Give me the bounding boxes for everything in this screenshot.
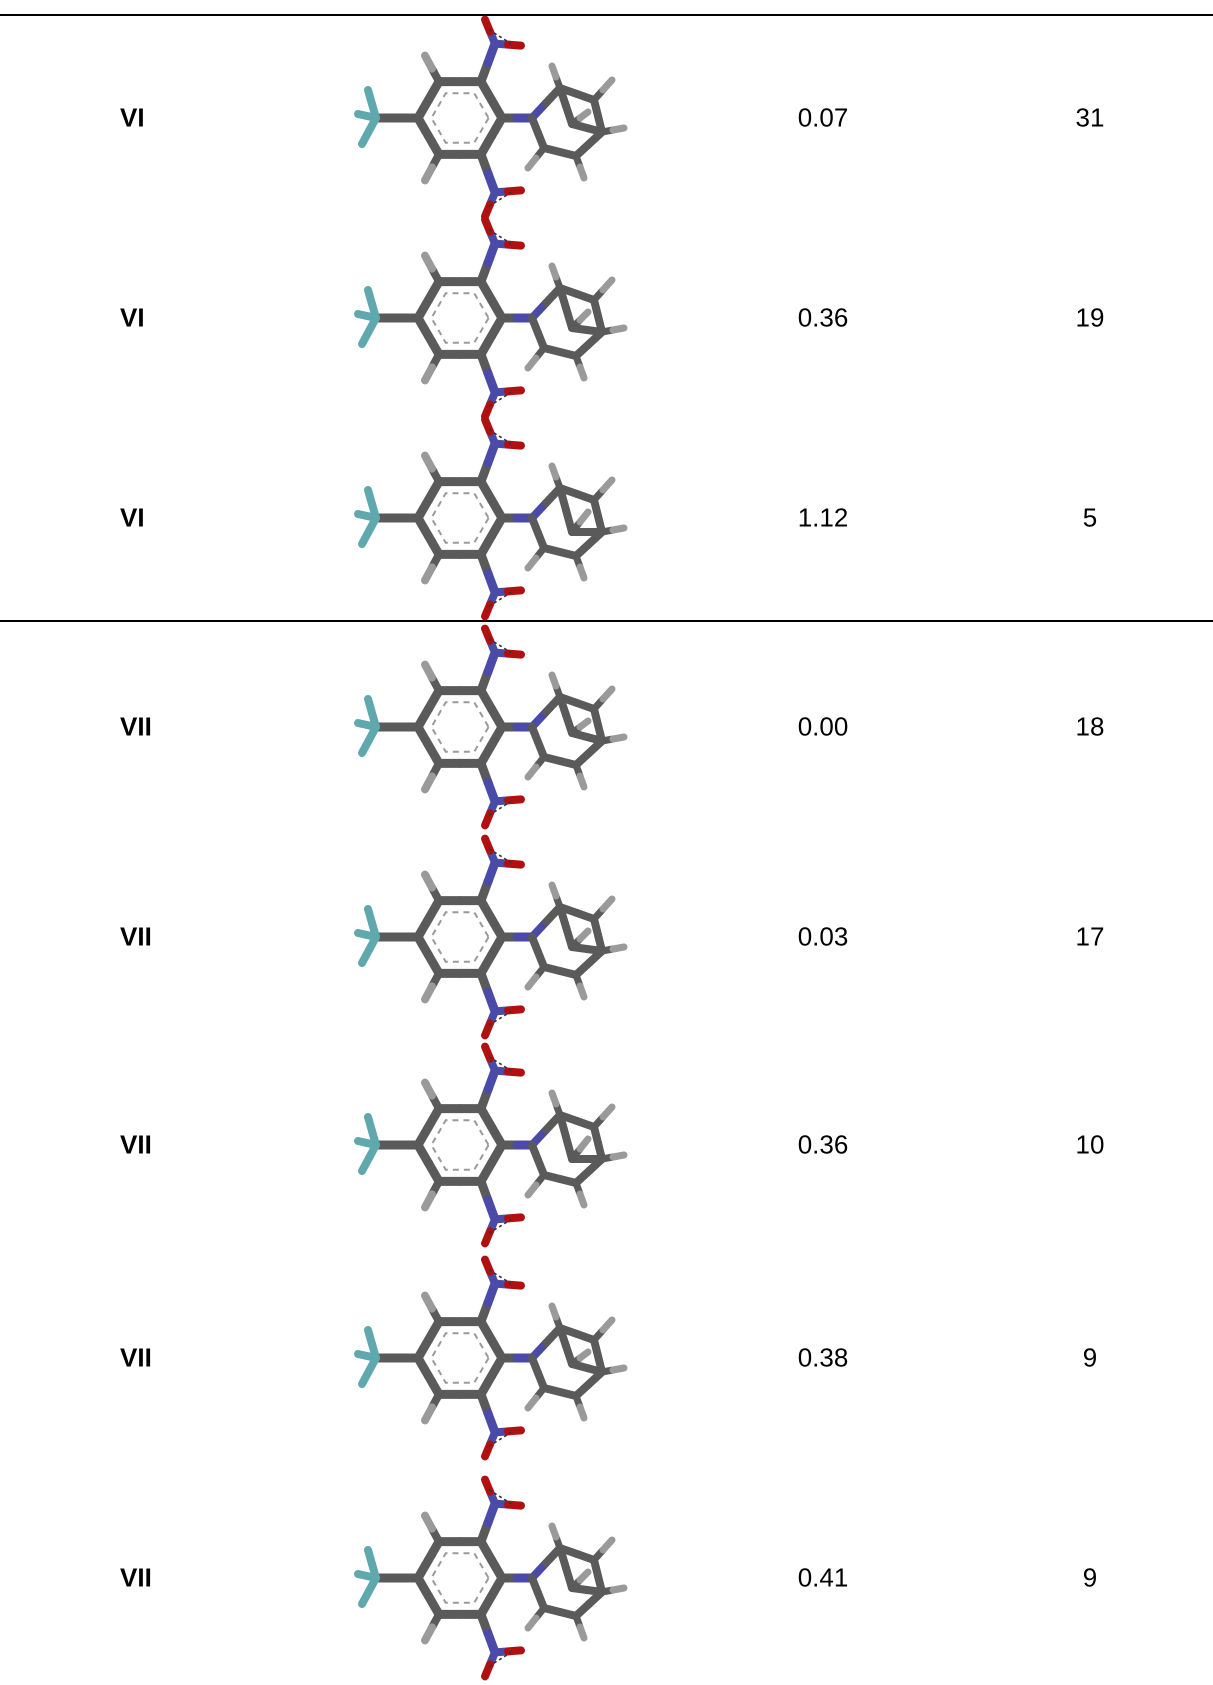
conformer-label: VII [120, 711, 152, 742]
conformer-label: VII [120, 1129, 152, 1160]
relative-energy-value: 0.36 [797, 1129, 849, 1160]
conformer-label: VI [120, 102, 145, 133]
molecule-structure-icon [354, 215, 628, 421]
conformer-label: VII [120, 921, 152, 952]
population-value: 9 [1082, 1342, 1098, 1373]
population-value: 19 [1075, 302, 1105, 333]
population-value: 18 [1075, 711, 1105, 742]
relative-energy-value: 1.12 [797, 502, 849, 533]
group-separator-rule [0, 620, 1213, 622]
molecule-structure-icon [354, 1475, 628, 1681]
conformer-label: VI [120, 302, 145, 333]
molecule-structure-icon [354, 1042, 628, 1248]
population-value: 17 [1075, 921, 1105, 952]
relative-energy-value: 0.07 [797, 102, 849, 133]
population-value: 10 [1075, 1129, 1105, 1160]
molecule-structure-icon [354, 15, 628, 221]
relative-energy-value: 0.38 [797, 1342, 849, 1373]
top-rule [0, 14, 1213, 16]
conformer-label: VII [120, 1342, 152, 1373]
relative-energy-value: 0.03 [797, 921, 849, 952]
relative-energy-value: 0.41 [797, 1562, 849, 1593]
population-value: 5 [1082, 502, 1098, 533]
population-value: 31 [1075, 102, 1105, 133]
conformer-label: VII [120, 1562, 152, 1593]
relative-energy-value: 0.00 [797, 711, 849, 742]
relative-energy-value: 0.36 [797, 302, 849, 333]
population-value: 9 [1082, 1562, 1098, 1593]
molecule-structure-icon [354, 1255, 628, 1461]
conformer-label: VI [120, 502, 145, 533]
molecule-structure-icon [354, 834, 628, 1040]
molecule-structure-icon [354, 624, 628, 830]
molecule-structure-icon [354, 415, 628, 621]
